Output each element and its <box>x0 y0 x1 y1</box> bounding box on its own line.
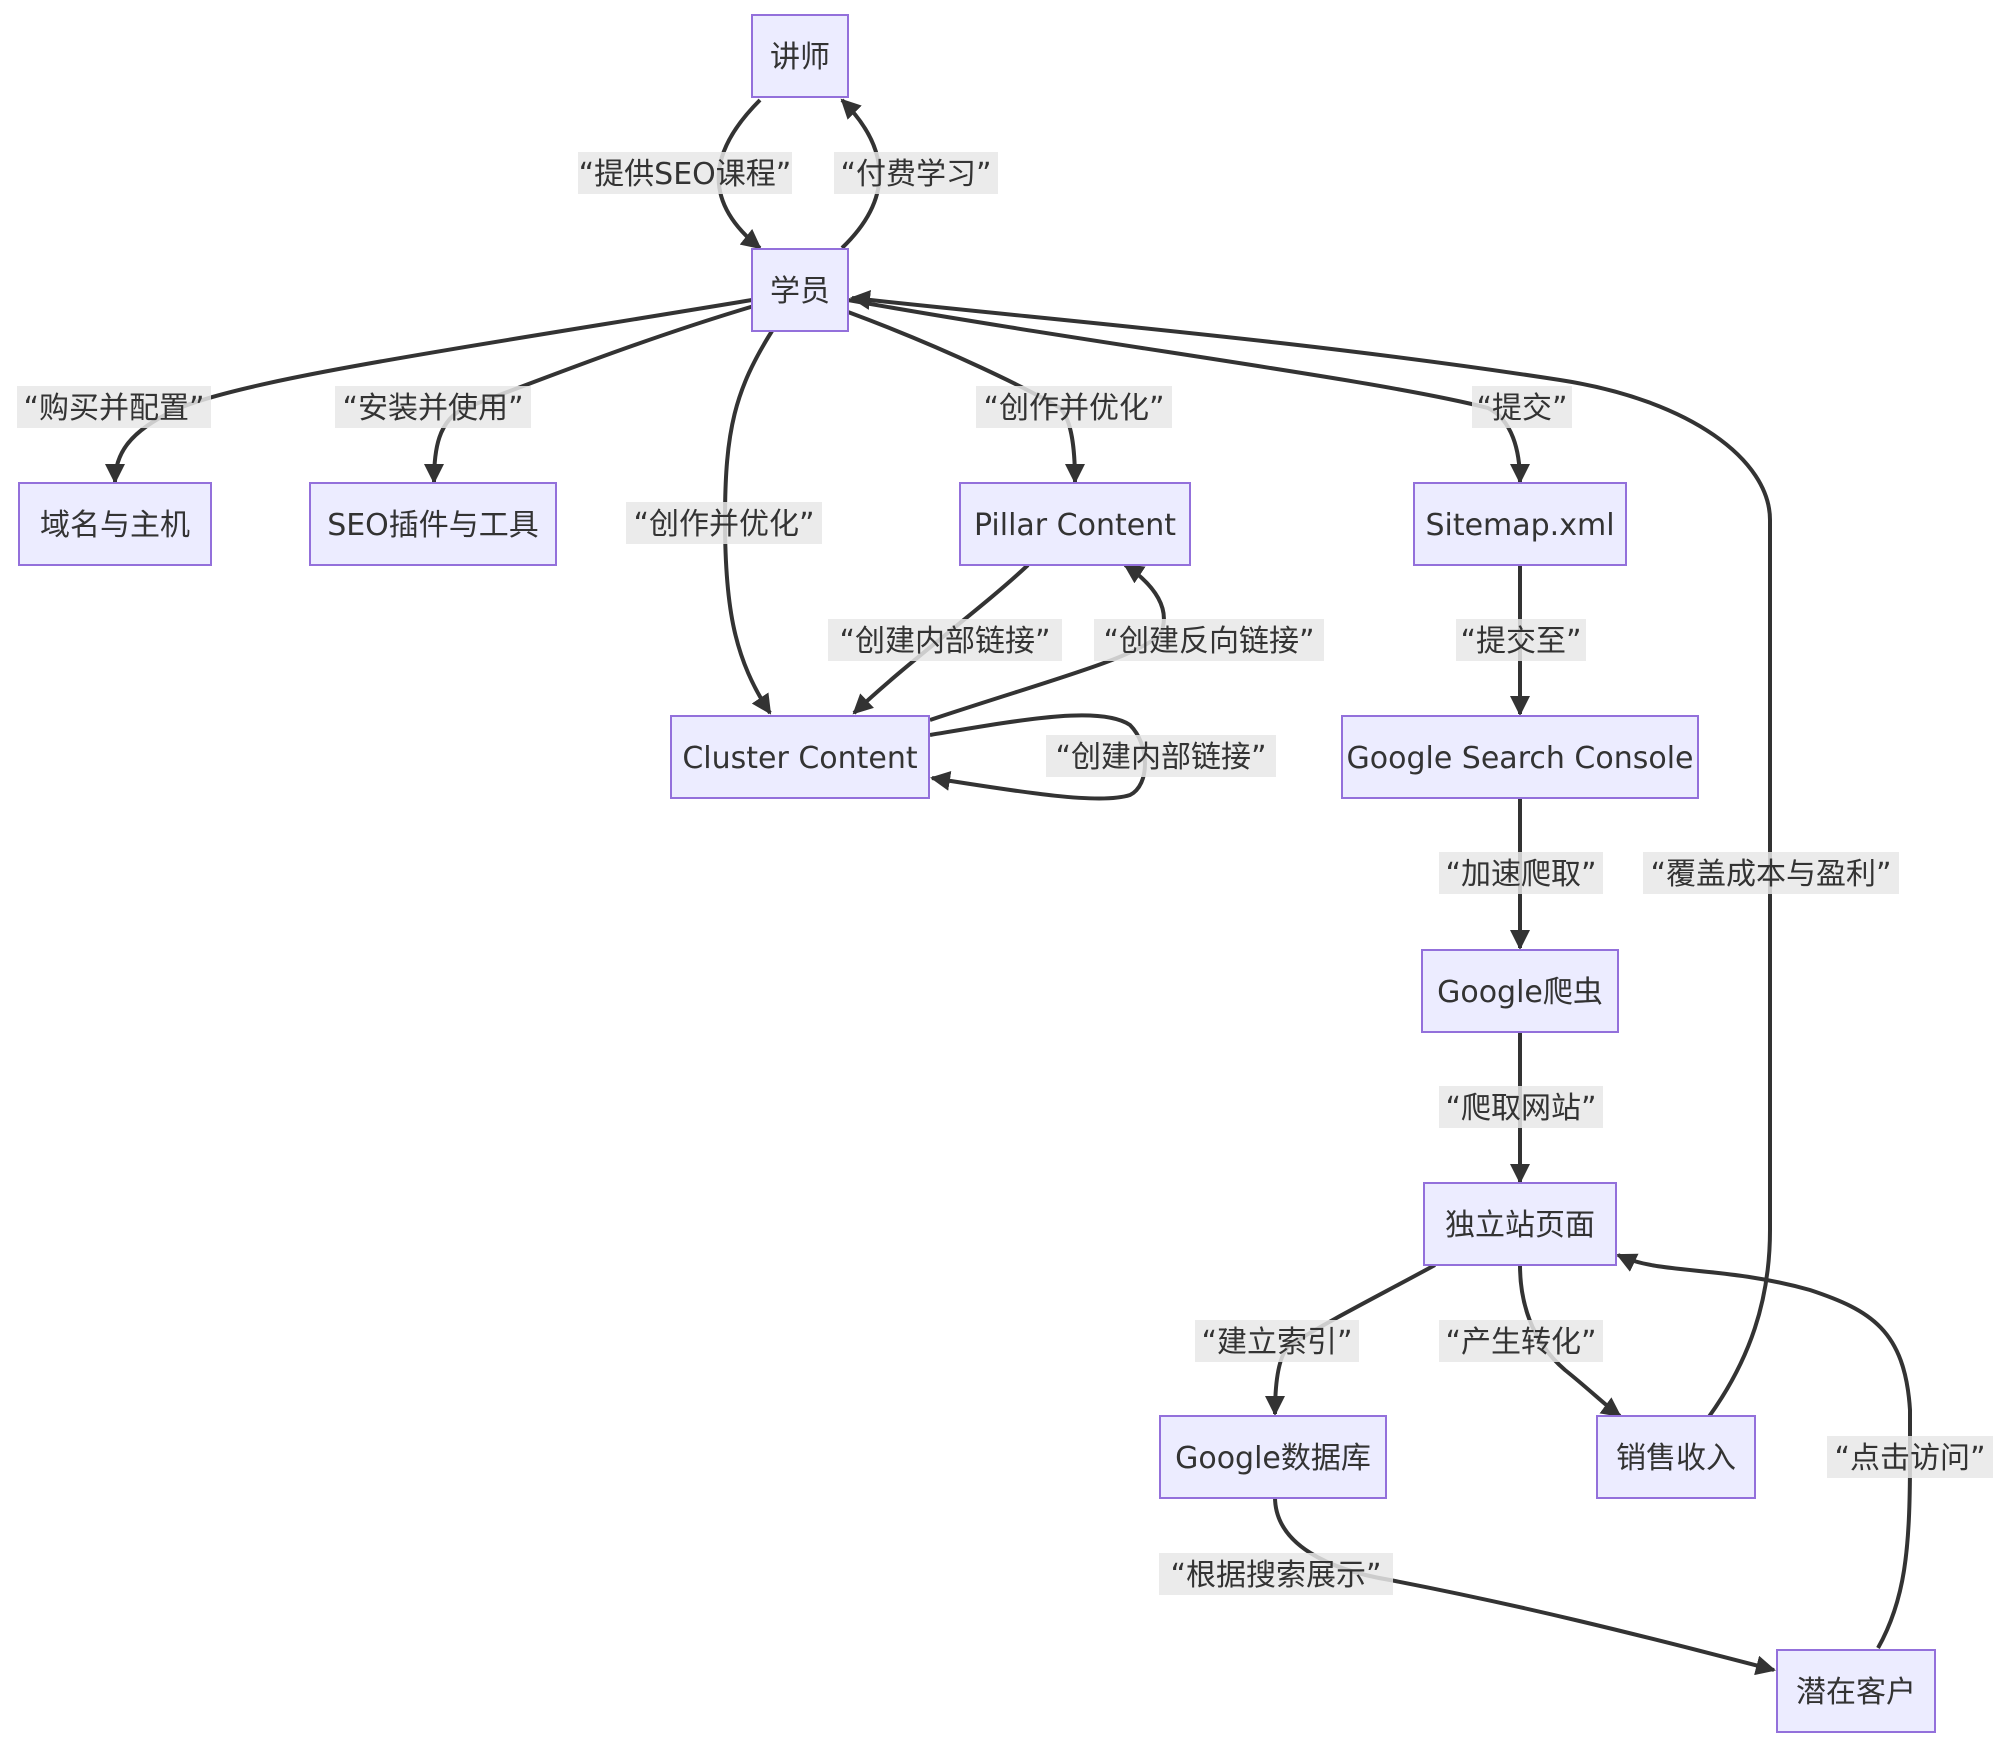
edge-label: “产生转化” <box>1439 1320 1603 1362</box>
edge-student-to-sitemap <box>847 298 1530 484</box>
edge-label-text: “提交” <box>1476 391 1567 426</box>
edge-label: “提交至” <box>1456 619 1586 661</box>
edge-label: “付费学习” <box>834 152 998 194</box>
edge-label: “创作并优化” <box>976 386 1172 428</box>
edge-google-db-to-prospects <box>1273 1496 1776 1676</box>
edge-label: “创作并优化” <box>626 502 822 544</box>
node-site-pages[interactable]: 独立站页面 <box>1423 1182 1617 1266</box>
edge-label: “提交” <box>1472 386 1572 428</box>
node-sitemap[interactable]: Sitemap.xml <box>1413 482 1627 566</box>
edge-label: “爬取网站” <box>1439 1086 1603 1128</box>
node-google-search-console[interactable]: Google Search Console <box>1341 715 1699 799</box>
node-label: 潜在客户 <box>1796 1675 1916 1710</box>
edge-prospects-to-pages <box>1616 1253 1912 1649</box>
edge-label-text: “创建内部链接” <box>1055 740 1266 775</box>
node-label: Google Search Console <box>1346 741 1693 776</box>
node-seo-tools[interactable]: SEO插件与工具 <box>309 482 557 566</box>
edge-label: “安装并使用” <box>335 386 531 428</box>
node-label: 销售收入 <box>1616 1441 1736 1476</box>
node-lecturer[interactable]: 讲师 <box>751 14 849 98</box>
node-google-crawler[interactable]: Google爬虫 <box>1421 949 1619 1033</box>
node-label: Pillar Content <box>974 508 1176 543</box>
edge-label: “建立索引” <box>1195 1320 1359 1362</box>
node-label: 域名与主机 <box>40 508 190 543</box>
edge-label-text: “覆盖成本与盈利” <box>1650 857 1891 892</box>
edge-label: “创建反向链接” <box>1094 619 1324 661</box>
node-label: 讲师 <box>770 40 830 75</box>
node-label: Google数据库 <box>1175 1441 1371 1476</box>
node-pillar-content[interactable]: Pillar Content <box>959 482 1191 566</box>
edge-label: “加速爬取” <box>1439 852 1603 894</box>
edge-label-text: “根据搜索展示” <box>1170 1558 1381 1593</box>
edge-label-text: “安装并使用” <box>342 391 523 426</box>
node-label: Cluster Content <box>682 741 918 776</box>
node-cluster-content[interactable]: Cluster Content <box>670 715 930 799</box>
edge-label-text: “爬取网站” <box>1445 1091 1596 1126</box>
node-label: Sitemap.xml <box>1425 508 1614 543</box>
edge-label-text: “点击访问” <box>1834 1441 1985 1476</box>
edge-label-text: “创建内部链接” <box>839 624 1050 659</box>
edge-student-to-domain-host <box>105 298 753 484</box>
edge-label: “提供SEO课程” <box>578 152 792 194</box>
edge-pages-to-sales <box>1518 1264 1622 1418</box>
edge-label: “创建内部链接” <box>828 619 1062 661</box>
node-sales-revenue[interactable]: 销售收入 <box>1596 1415 1756 1499</box>
node-domain-host[interactable]: 域名与主机 <box>18 482 212 566</box>
edge-label-text: “建立索引” <box>1201 1325 1352 1360</box>
node-google-database[interactable]: Google数据库 <box>1159 1415 1387 1499</box>
node-label: 学员 <box>770 274 830 309</box>
edge-label-text: “创作并优化” <box>983 391 1164 426</box>
edge-label-text: “创建反向链接” <box>1103 624 1314 659</box>
node-label: 独立站页面 <box>1445 1208 1595 1243</box>
node-label: SEO插件与工具 <box>327 508 539 543</box>
node-student[interactable]: 学员 <box>751 248 849 332</box>
edge-sales-to-student <box>850 290 1772 1420</box>
edge-label: “创建内部链接” <box>1046 735 1276 777</box>
edge-label-text: “付费学习” <box>840 157 991 192</box>
edge-label: “点击访问” <box>1827 1436 1993 1478</box>
edge-label-text: “购买并配置” <box>23 391 204 426</box>
edge-label: “购买并配置” <box>17 386 211 428</box>
edge-label: “根据搜索展示” <box>1159 1553 1393 1595</box>
node-prospects[interactable]: 潜在客户 <box>1776 1649 1936 1733</box>
edge-label: “覆盖成本与盈利” <box>1643 852 1899 894</box>
edge-label-text: “创作并优化” <box>633 507 814 542</box>
node-label: Google爬虫 <box>1437 975 1603 1010</box>
edge-label-text: “提交至” <box>1460 624 1581 659</box>
edge-label-text: “产生转化” <box>1445 1325 1596 1360</box>
edge-label-text: “提供SEO课程” <box>579 157 792 192</box>
edge-label-text: “加速爬取” <box>1445 857 1596 892</box>
